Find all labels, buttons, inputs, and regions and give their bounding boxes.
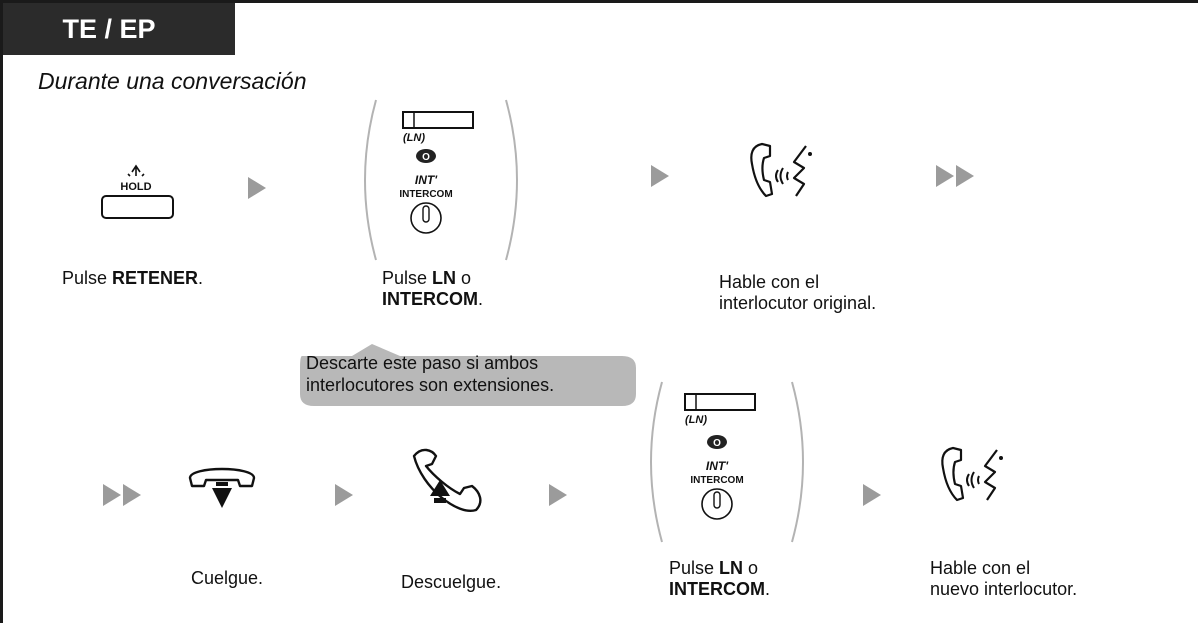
svg-text:O: O: [422, 152, 430, 163]
arrow-icon: [549, 484, 567, 506]
right-bracket-icon: [791, 381, 804, 543]
right-bracket-icon: [505, 99, 518, 261]
arrow-icon: [335, 484, 353, 506]
header-title: TE / EP: [62, 13, 156, 44]
intercom-key-label: INTERCOM: [399, 189, 452, 200]
step-label-line-or-intercom: Pulse LN o INTERCOM.: [669, 558, 771, 599]
hold-key-label: HOLD: [120, 181, 151, 193]
double-arrow-icon: [936, 165, 974, 187]
arrow-icon: [651, 165, 669, 187]
hang-up-handset-icon: [188, 467, 256, 508]
step-label-talk-new: Hable con el nuevo interlocutor.: [930, 558, 1078, 599]
hold-key-icon: HOLD: [101, 164, 174, 219]
o-indicator-icon: O: [707, 435, 727, 449]
left-bracket-icon: [650, 381, 663, 543]
subtitle: Durante una conversación: [38, 68, 307, 94]
left-bracket-icon: [364, 99, 377, 261]
talk-handset-icon: [750, 142, 812, 198]
ln-key-icon: [684, 393, 756, 411]
callout-text: Descarte este paso si ambos interlocutor…: [306, 353, 555, 395]
callout-bubble: [300, 344, 636, 406]
svg-text:O: O: [713, 438, 721, 449]
line-intercom-key-group: (LN) O INT' INTERCOM: [364, 99, 518, 261]
step-label-hold: Pulse RETENER.: [62, 268, 204, 288]
double-arrow-icon: [103, 484, 141, 506]
arrow-icon: [863, 484, 881, 506]
int-key-label: INT': [415, 173, 438, 187]
arrow-icon: [248, 177, 266, 199]
step-label-off-hook: Descuelgue.: [401, 572, 502, 592]
o-indicator-icon: O: [416, 149, 436, 163]
ln-key-label: (LN): [403, 132, 425, 144]
frame-top-border: [0, 0, 1198, 3]
ln-key-label: (LN): [685, 414, 707, 426]
step-label-line-or-intercom: Pulse LN o INTERCOM.: [382, 268, 484, 309]
frame-left-border: [0, 0, 3, 623]
off-hook-handset-icon: [412, 448, 482, 512]
line-intercom-key-group: (LN) O INT' INTERCOM: [650, 381, 804, 543]
talk-handset-icon: [941, 446, 1003, 502]
intercom-key-label: INTERCOM: [690, 475, 743, 486]
step-label-hang-up: Cuelgue.: [191, 568, 264, 588]
step-label-talk-original: Hable con el interlocutor original.: [719, 272, 877, 313]
intercom-knob-icon: [701, 488, 733, 520]
ln-key-icon: [402, 111, 474, 129]
int-key-label: INT': [706, 459, 729, 473]
intercom-knob-icon: [410, 202, 442, 234]
header-tab: TE / EP: [3, 3, 235, 55]
